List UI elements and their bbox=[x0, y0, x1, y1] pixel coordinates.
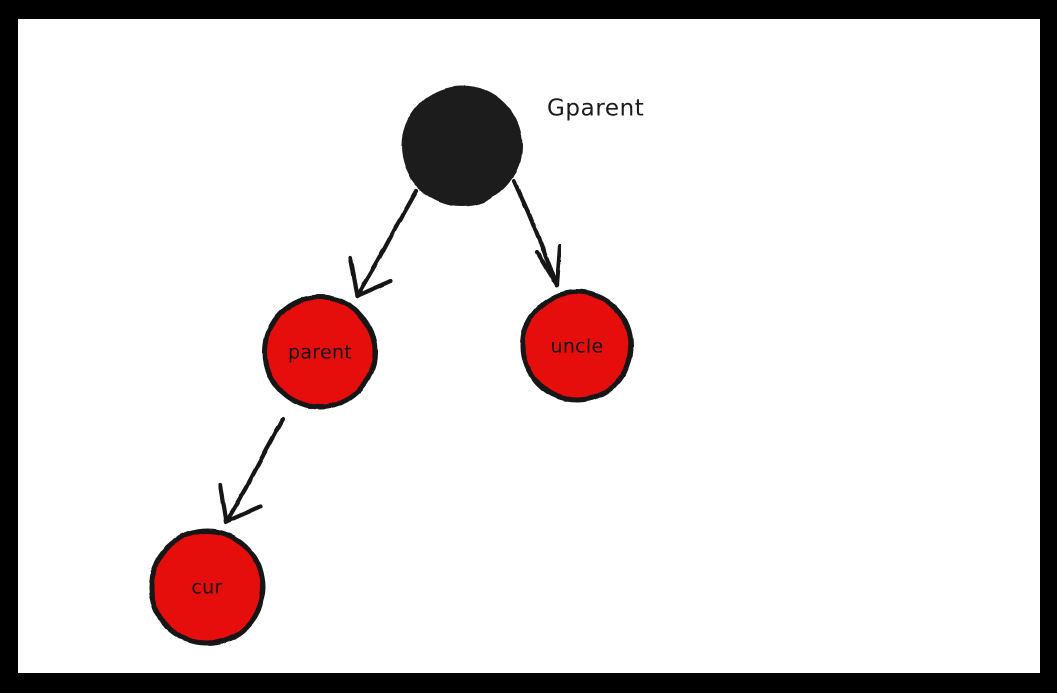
edge-gparent-to-parent bbox=[347, 188, 419, 299]
edge-gparent-to-uncle bbox=[511, 178, 563, 288]
node-gparent-shape bbox=[401, 85, 523, 207]
edge-parent-to-cur bbox=[217, 416, 286, 525]
node-parent-shape bbox=[262, 294, 378, 410]
node-uncle-label: uncle bbox=[551, 336, 604, 358]
gparent-external-label: Gparent bbox=[547, 96, 644, 122]
node-parent[interactable]: parent bbox=[262, 294, 378, 410]
node-uncle[interactable]: uncle bbox=[520, 289, 634, 403]
node-uncle-shape bbox=[520, 289, 634, 403]
node-gparent[interactable] bbox=[401, 85, 523, 207]
node-cur[interactable]: cur bbox=[148, 528, 266, 646]
node-cur-label: cur bbox=[191, 577, 222, 599]
node-cur-shape bbox=[148, 528, 266, 646]
node-parent-label: parent bbox=[288, 342, 352, 364]
